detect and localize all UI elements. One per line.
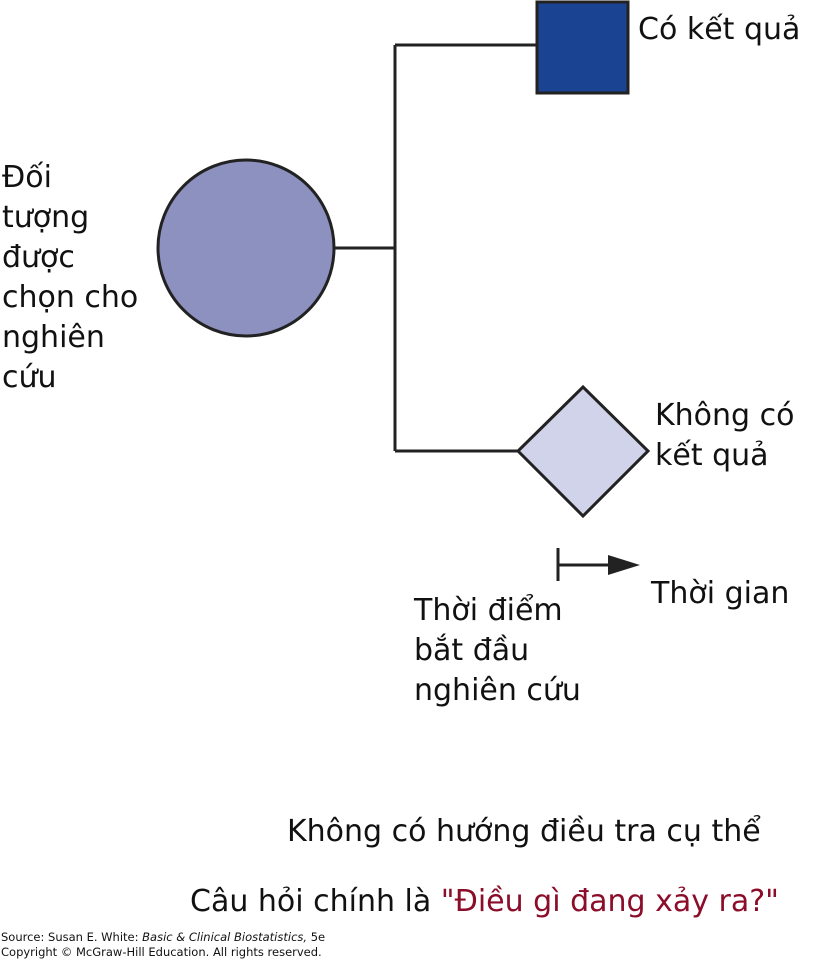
no-outcome-label-line: kết quả — [655, 438, 769, 473]
study-start-label-line: bắt đầu — [414, 633, 530, 668]
no-outcome-label: Không có kết quả — [655, 396, 794, 476]
subject-label-line: tượng — [2, 200, 90, 235]
subject-label-line: nghiên — [2, 320, 105, 355]
question-text: Câu hỏi chính là "Điều gì đang xảy ra?" — [190, 882, 779, 922]
study-start-label: Thời điểm bắt đầu nghiên cứu — [414, 591, 581, 711]
time-arrow-head — [608, 555, 640, 575]
time-axis-label: Thời gian — [651, 576, 790, 611]
study-start-label-line: Thời điểm — [414, 593, 563, 628]
outcome-square — [535, 0, 630, 95]
subject-circle — [156, 158, 336, 338]
copyright-line: Copyright © McGraw-Hill Education. All r… — [1, 945, 322, 959]
source-prefix: Source: Susan E. White: — [1, 930, 143, 944]
study-start-label-line: nghiên cứu — [414, 673, 581, 708]
source-edition: 5e — [307, 930, 326, 944]
subject-label-line: chọn cho — [2, 280, 139, 315]
subject-label-line: được — [2, 240, 75, 275]
subject-label: Đối tượng được chọn cho nghiên cứu — [2, 158, 138, 398]
no-outcome-diamond — [515, 384, 651, 519]
subject-label-line: cứu — [2, 360, 57, 395]
note-text: Không có hướng điều tra cụ thể — [287, 814, 761, 849]
question-prefix: Câu hỏi chính là — [190, 884, 441, 919]
no-outcome-label-line: Không có — [655, 398, 795, 433]
question-highlight: "Điều gì đang xảy ra?" — [440, 884, 779, 919]
source-book-title: Basic & Clinical Biostatistics, — [142, 930, 308, 944]
source-credit: Source: Susan E. White: Basic & Clinical… — [1, 930, 325, 960]
subject-label-line: Đối — [2, 160, 52, 195]
outcome-label: Có kết quả — [638, 12, 801, 47]
source-line: Source: Susan E. White: Basic & Clinical… — [1, 930, 325, 945]
